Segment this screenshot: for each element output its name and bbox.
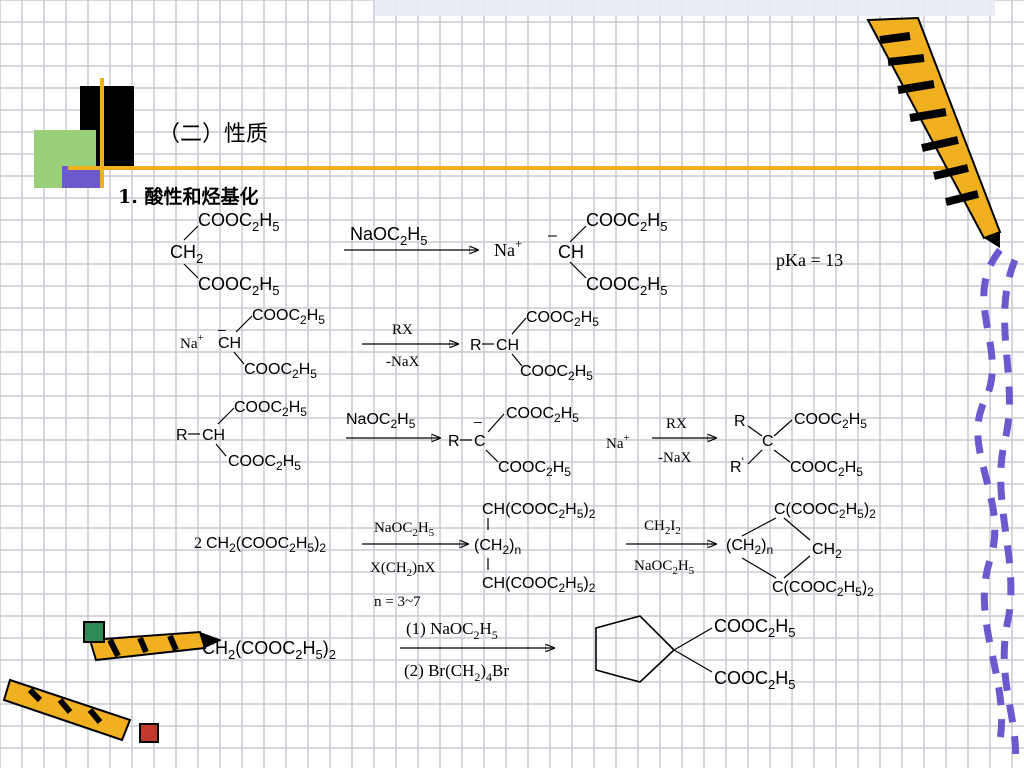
purple-squiggle-icon (974, 247, 1020, 768)
r3-prod-r: R (734, 413, 746, 430)
r5-step-2: (2) Br(CH2)4Br (404, 661, 509, 684)
r4-int-bottom: CH(COOC2H5)2 (482, 575, 596, 595)
r4-int-mid: (CH2)n (474, 537, 521, 557)
r1-prod-top: COOC2H5 (586, 210, 667, 234)
r3-prod-r2: R' (730, 455, 744, 476)
r4-reagent-3: CH2I2 (644, 518, 681, 537)
r3-sm-ch: CH (202, 427, 225, 444)
r2-ch: CH (218, 335, 241, 352)
r3-prod-c: C (762, 433, 774, 450)
r3-int-bottom: COOC2H5 (498, 459, 571, 479)
r2-minus: – (218, 321, 226, 337)
r5-prod-bottom: COOC2H5 (714, 668, 795, 692)
r3-reagent2-bottom: -NaX (658, 450, 691, 466)
r1-prod-bottom: COOC2H5 (586, 274, 667, 298)
r4-prod-mid: (CH2)n (726, 537, 773, 557)
reaction-1: COOC2H5 CH2 COOC2H5 NaOC2H5 Na+ – CH COO… (170, 210, 843, 298)
pencil-bottom-left-icon (2, 621, 222, 743)
r1-na: Na+ (494, 236, 522, 260)
r5-step-1: (1) NaOC2H5 (406, 619, 498, 642)
r2-prod-top: COOC2H5 (526, 309, 599, 329)
r3-sm-r: R (176, 427, 188, 444)
r3-reagent: NaOC2H5 (346, 411, 416, 431)
reaction-3: R CH COOC2H5 COOC2H5 NaOC2H5 – R C COOC2… (176, 399, 867, 479)
r2-na: Na+ (180, 332, 204, 352)
r2-sm-bottom: COOC2H5 (244, 361, 317, 381)
r1-sm-top: COOC2H5 (198, 210, 279, 234)
r4-condition: n = 3~7 (374, 594, 421, 610)
r1-pka: pKa = 13 (776, 250, 843, 270)
r2-reagent-top: RX (392, 322, 413, 338)
r4-prod-bottom: C(COOC2H5)2 (772, 579, 874, 599)
r5-sm: CH2(COOC2H5)2 (202, 638, 336, 662)
reaction-2: Na+ – CH COOC2H5 COOC2H5 RX -NaX R CH CO… (180, 307, 599, 383)
reaction-5: CH2(COOC2H5)2 (1) NaOC2H5 (2) Br(CH2)4Br… (202, 615, 795, 692)
r5-prod-top: COOC2H5 (714, 616, 795, 640)
r2-reagent-bottom: -NaX (386, 354, 419, 370)
r4-int-top: CH(COOC2H5)2 (482, 501, 596, 521)
r3-na: Na+ (606, 432, 630, 452)
r3-int-r: R (448, 433, 460, 450)
r1-minus: – (548, 227, 557, 244)
r1-reagent: NaOC2H5 (350, 224, 427, 248)
r3-int-minus: – (474, 413, 482, 429)
r3-prod-top: COOC2H5 (794, 411, 867, 431)
r1-ch: CH (558, 242, 584, 262)
r2-prod-ch: CH (496, 337, 519, 354)
r1-sm-bottom: COOC2H5 (198, 274, 279, 298)
r2-prod-r: R (470, 337, 482, 354)
deco-blue-square (62, 166, 104, 188)
r4-reagent-1: NaOC2H5 (374, 520, 435, 539)
section-heading: 1. 酸性和烃基化 (118, 186, 259, 208)
r2-prod-bottom: COOC2H5 (520, 363, 593, 383)
r3-sm-top: COOC2H5 (234, 399, 307, 419)
r4-reagent-4: NaOC2H5 (634, 558, 695, 577)
r3-int-c: C (474, 433, 486, 450)
slide-title: （二）性质 (158, 122, 269, 147)
r3-sm-bottom: COOC2H5 (228, 453, 301, 473)
deco-orange-hline (68, 166, 968, 170)
r5-cyclopentane-ring (595, 615, 676, 683)
r1-sm-ch2: CH2 (170, 242, 203, 266)
deco-orange-vline (100, 78, 104, 188)
pencil-top-right-icon (866, 16, 1002, 248)
r3-reagent2-top: RX (666, 416, 687, 432)
r4-reagent-2: X(CH2)nX (370, 560, 436, 579)
r4-prod-ch2: CH2 (812, 541, 842, 561)
r4-prod-top: C(COOC2H5)2 (774, 501, 876, 521)
r2-sm-top: COOC2H5 (252, 307, 325, 327)
r3-int-top: COOC2H5 (506, 405, 579, 425)
r3-prod-bottom: COOC2H5 (790, 459, 863, 479)
